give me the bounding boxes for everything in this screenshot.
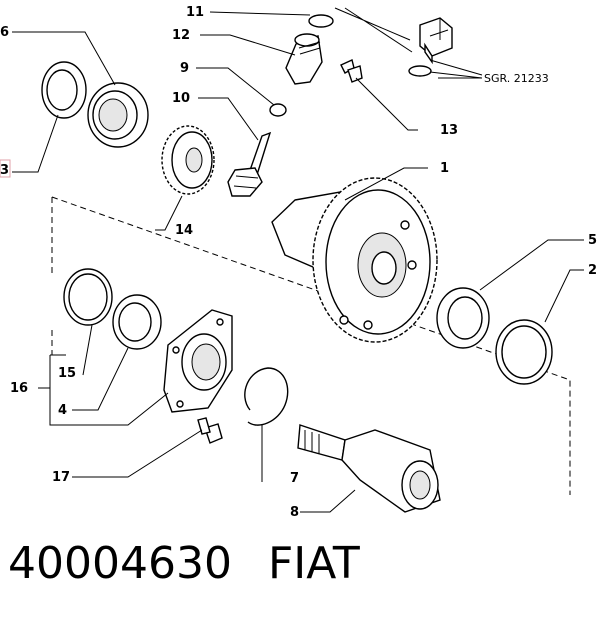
- assembly-outline: [51, 196, 571, 495]
- speedo-housing: [408, 17, 453, 77]
- label-1: 1: [440, 161, 449, 176]
- label-13: 13: [440, 123, 458, 138]
- exploded-parts-diagram: 11 12 9 10 13 1 6 3 14 5 2 15 16 4 17 7 …: [0, 5, 597, 520]
- label-2: 2: [588, 263, 597, 278]
- part-7-snap-ring: [244, 367, 289, 426]
- top-guide-lines: [334, 7, 413, 53]
- label-7: 7: [290, 471, 299, 486]
- caption: 40004630 FIAT: [8, 538, 360, 589]
- brand-name: FIAT: [267, 538, 360, 589]
- leader-lines: [12, 11, 584, 513]
- part-11-oring: [308, 14, 334, 28]
- part-15-ring: [63, 268, 113, 326]
- label-3: 3: [0, 163, 9, 178]
- flange-plate: [163, 309, 233, 413]
- label-14: 14: [175, 223, 193, 238]
- label-12: 12: [172, 28, 190, 43]
- label-11: 11: [186, 5, 204, 20]
- label-16: 16: [10, 381, 28, 396]
- part-1-differential: [271, 177, 438, 343]
- highlight-box-3: [0, 159, 11, 178]
- label-15: 15: [58, 366, 76, 381]
- part-6-bearing: [87, 82, 149, 148]
- part-8-joint: [297, 424, 441, 513]
- part-10-pinion: [227, 131, 272, 197]
- label-4: 4: [58, 403, 67, 418]
- part-14-gear: [161, 125, 215, 195]
- part-5-seal: [436, 287, 490, 349]
- part-3-seal: [41, 61, 87, 119]
- label-8: 8: [290, 505, 299, 520]
- part-2-ring: [495, 319, 553, 385]
- part-9-ring: [269, 103, 287, 117]
- label-9: 9: [180, 61, 189, 76]
- part-number: 40004630: [8, 538, 232, 589]
- part-4-bearing: [112, 294, 162, 350]
- label-6: 6: [0, 25, 9, 40]
- part-17-bolt: [197, 417, 223, 444]
- part-13-screw: [340, 59, 363, 83]
- label-5: 5: [588, 233, 597, 248]
- label-17: 17: [52, 470, 70, 485]
- sgr-note: SGR. 21233: [484, 72, 549, 85]
- part-12-sleeve: [285, 33, 323, 85]
- label-10: 10: [172, 91, 190, 106]
